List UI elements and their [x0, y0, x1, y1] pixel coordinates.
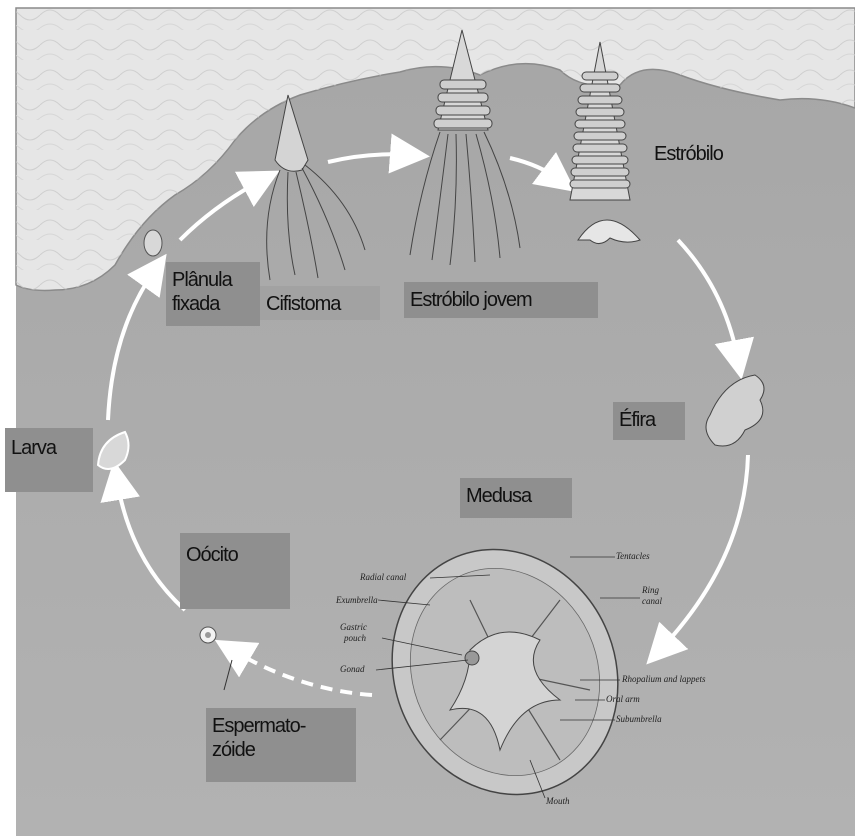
- label-cifistoma: Cifistoma: [260, 286, 380, 320]
- label-efira: Éfira: [613, 402, 685, 440]
- anatomy-subumbrella: Subumbrella: [616, 714, 662, 724]
- label-planula-fixada-line1: Plânula: [172, 268, 254, 292]
- anatomy-ring-canal-line2: canal: [642, 596, 662, 606]
- anatomy-ring-canal-line1: Ring: [642, 585, 659, 595]
- label-planula-fixada-line2: fixada: [172, 292, 254, 316]
- label-estrobilo-jovem: Estróbilo jovem: [404, 282, 598, 318]
- anatomy-rhopalium: Rhopalium and lappets: [622, 674, 706, 684]
- planula-fixada-shape: [144, 230, 162, 256]
- anatomy-mouth: Mouth: [546, 796, 570, 806]
- label-planula-fixada: Plânula fixada: [166, 262, 260, 326]
- anatomy-tentacles: Tentacles: [616, 551, 650, 561]
- label-espermatozoide-line1: Espermato-: [212, 714, 350, 738]
- label-medusa: Medusa: [460, 478, 572, 518]
- anatomy-radial-canal: Radial canal: [360, 572, 406, 582]
- label-espermatozoide: Espermato- zóide: [206, 708, 356, 782]
- label-estrobilo: Estróbilo: [654, 142, 723, 166]
- anatomy-gonad: Gonad: [340, 664, 365, 674]
- anatomy-oral-arm: Oral arm: [606, 694, 640, 704]
- anatomy-gastric-pouch-line2: pouch: [344, 633, 366, 643]
- anatomy-exumbrella: Exumbrella: [336, 595, 378, 605]
- label-oocito: Oócito: [180, 533, 290, 609]
- label-larva: Larva: [5, 428, 93, 492]
- label-espermatozoide-line2: zóide: [212, 738, 350, 762]
- anatomy-gastric-pouch-line1: Gastric: [340, 622, 367, 632]
